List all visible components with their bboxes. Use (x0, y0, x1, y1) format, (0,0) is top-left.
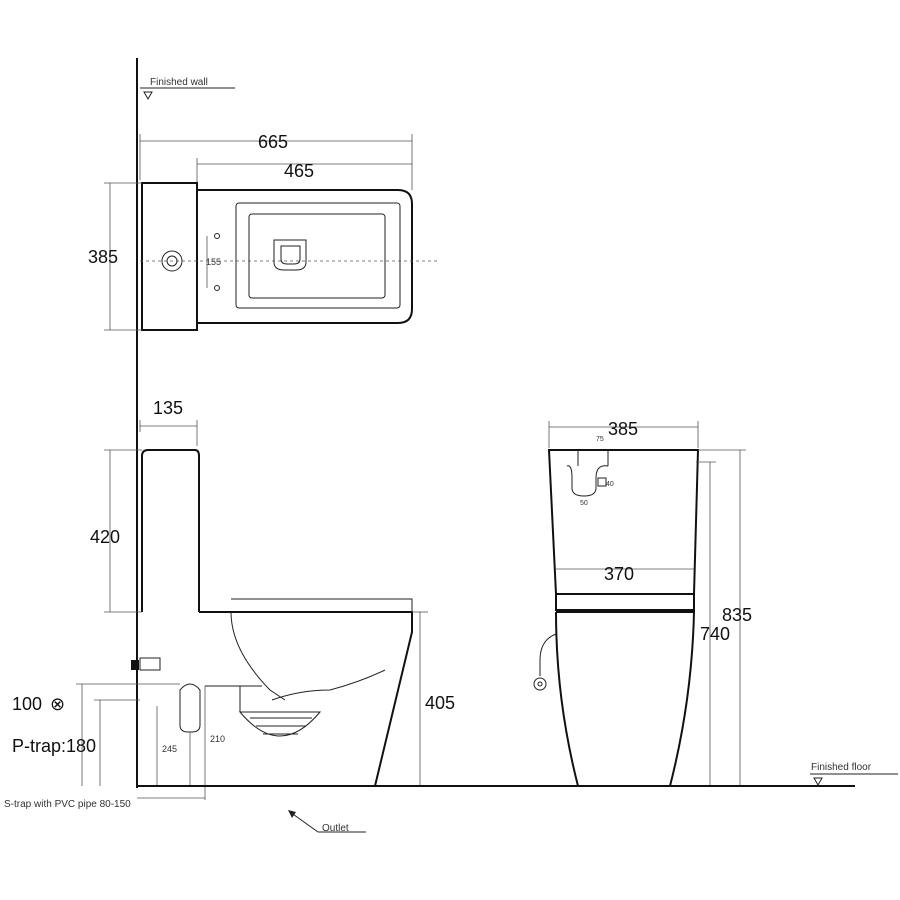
dim-465-label: 465 (284, 161, 314, 181)
finished-wall-marker (143, 91, 153, 101)
supply-hose-icon (539, 633, 557, 676)
finished-wall-label: Finished wall (150, 77, 208, 88)
bowl-rim-top-view (235, 202, 401, 309)
outlet-label: Outlet (322, 823, 349, 834)
mount-hole-upper-icon (214, 233, 220, 239)
dim-385-front-label: 385 (608, 419, 638, 439)
drain-inner-icon (280, 245, 301, 265)
dim-420-label: 420 (90, 527, 120, 547)
bowl-side-view (199, 611, 413, 787)
seat-band-front-view (555, 593, 695, 611)
tank-fitting-block (597, 477, 607, 487)
mount-hole-lower-icon (214, 285, 220, 291)
detail-50-label: 50 (580, 500, 588, 507)
detail-75-label: 75 (596, 436, 604, 443)
dim-245-label: 245 (162, 744, 177, 754)
outlet-arrow-icon (288, 810, 296, 818)
bowl-curve-side-view (230, 611, 286, 701)
outlet-arrow-line (289, 811, 319, 833)
trapway-side-view (271, 669, 386, 701)
trap-outlet-pipe (179, 683, 201, 733)
wall-valve-body-icon (139, 657, 161, 671)
supply-valve-icon (533, 677, 547, 691)
trap-bowl-hatched (238, 711, 322, 737)
supply-valve-inner-icon (537, 681, 543, 687)
wall-valve-icon (131, 660, 139, 670)
dim-740-label: 740 (700, 624, 730, 644)
dim-835-label: 835 (722, 605, 752, 625)
dim-370-label: 370 (604, 564, 634, 584)
s-trap-note-label: S-trap with PVC pipe 80-150 (4, 799, 131, 810)
bowl-inner-top-view (248, 213, 386, 299)
drain-outline-icon (273, 239, 307, 271)
bowl-front-view (555, 611, 696, 787)
finished-floor-marker (813, 777, 823, 787)
dim-385-width-label: 385 (88, 247, 118, 267)
dim-665-label: 665 (258, 132, 288, 152)
circle-symbol-icon: ⊗ (50, 694, 65, 714)
seat-lid-side-view (231, 598, 413, 612)
finished-floor-label: Finished floor (811, 762, 872, 773)
dim-405-label: 405 (425, 693, 455, 713)
dim-135-label: 135 (153, 398, 183, 418)
dim-155-label: 155 (206, 257, 221, 267)
p-trap-height-label: 100 (12, 694, 42, 714)
tank-side-view (141, 449, 200, 612)
tank-fitting-icon (566, 465, 609, 497)
dim-210-label: 210 (210, 734, 225, 744)
p-trap-label: P-trap:180 (12, 736, 96, 756)
detail-40-label: 40 (606, 481, 614, 488)
bowl-top-view (196, 189, 413, 324)
